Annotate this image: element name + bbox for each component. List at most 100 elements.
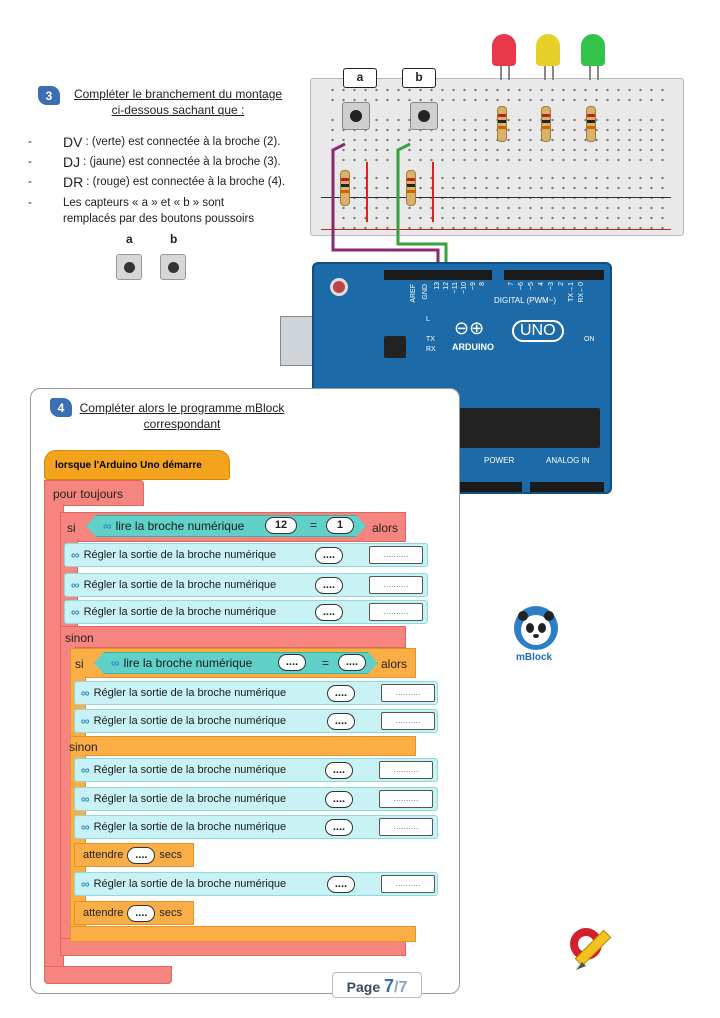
extension-icon: ∞	[71, 605, 80, 619]
analog-label: ANALOG IN	[546, 456, 590, 465]
extension-icon: ∞	[71, 578, 80, 592]
pin-input[interactable]: ....	[327, 713, 355, 730]
wait-block-1[interactable]: attendre .... secs	[74, 843, 194, 867]
mblock-label: mBlock	[516, 652, 553, 663]
set-output-label: Régler la sortie de la broche numérique	[93, 878, 287, 890]
pin-label: ~6	[518, 282, 525, 290]
set-output-label: Régler la sortie de la broche numérique	[83, 549, 277, 561]
equals-sign: =	[310, 518, 318, 532]
forever-block[interactable]: pour toujours	[44, 480, 144, 506]
if2-bottom	[70, 926, 416, 942]
microcontroller-chip	[432, 408, 600, 448]
breadboard-button-a-icon	[342, 102, 370, 130]
extension-icon: ∞	[81, 763, 90, 777]
set-output-label: Régler la sortie de la broche numérique	[93, 715, 287, 727]
state-input[interactable]: ..........	[369, 603, 423, 621]
state-input[interactable]: ..........	[369, 546, 423, 564]
pin-input[interactable]: ....	[315, 577, 343, 594]
wait-value-input-1[interactable]: ....	[127, 846, 156, 864]
arduino-brand: ARDUINO	[452, 342, 494, 352]
value-input-if2[interactable]: ....	[338, 654, 366, 671]
state-input[interactable]: ..........	[379, 818, 433, 836]
extension-icon: ∞	[103, 519, 112, 533]
pin-label: 8	[479, 282, 486, 286]
set-output-label: Régler la sortie de la broche numérique	[93, 793, 287, 805]
breadboard-button-b-icon	[410, 102, 438, 130]
pin-input[interactable]: ....	[327, 876, 355, 893]
pin-input-if2[interactable]: ....	[278, 654, 306, 671]
spec-list: - DV : (verte) est connectée à la broche…	[28, 132, 298, 227]
resistor-icon	[497, 106, 507, 142]
resistor-icon	[586, 106, 596, 142]
set-output-label: Régler la sortie de la broche numérique	[93, 687, 287, 699]
hat-block[interactable]: lorsque l'Arduino Uno démarre	[44, 450, 230, 480]
condition-if1[interactable]: ∞ lire la broche numérique	[86, 515, 366, 537]
l-led-label: L	[426, 316, 430, 323]
pin-input[interactable]: ....	[315, 604, 343, 621]
state-input[interactable]: ..........	[379, 761, 433, 779]
set-output-block[interactable]: ∞Régler la sortie de la broche numérique…	[74, 787, 438, 811]
set-output-label: Régler la sortie de la broche numérique	[93, 821, 287, 833]
extension-icon: ∞	[71, 548, 80, 562]
pin-label: 7	[508, 282, 515, 286]
tx-label: TX	[426, 336, 435, 343]
pin-label: RX←0	[578, 282, 585, 303]
mblock-panda-icon	[514, 606, 558, 650]
set-output-block[interactable]: ∞Régler la sortie de la broche numérique…	[74, 758, 438, 782]
pin-input[interactable]: ....	[327, 685, 355, 702]
value-input-if1[interactable]: 1	[326, 517, 354, 534]
condition-if2[interactable]: ∞ lire la broche numérique	[94, 652, 378, 674]
pin-input[interactable]: ....	[325, 762, 353, 779]
on-label: ON	[584, 336, 595, 343]
pin-label: TX→1	[568, 282, 575, 302]
infinity-logo-icon: ⊖⊕	[454, 318, 485, 338]
reset-button-icon	[330, 278, 348, 296]
led-yellow-icon	[536, 34, 560, 66]
resistor-icon	[340, 170, 350, 206]
set-output-block[interactable]: ∞Régler la sortie de la broche numérique…	[64, 600, 428, 624]
aref-label: AREF	[410, 284, 417, 303]
wait-value-input-2[interactable]: ....	[127, 904, 156, 922]
pin-label: 13	[434, 282, 441, 290]
state-input[interactable]: ..........	[381, 712, 435, 730]
pin-input-if1[interactable]: 12	[265, 517, 297, 534]
resistor-icon	[406, 170, 416, 206]
rx-label: RX	[426, 346, 436, 353]
set-output-block[interactable]: ∞Régler la sortie de la broche numérique…	[74, 709, 438, 733]
state-input[interactable]: ..........	[379, 790, 433, 808]
section3-badge: 3	[38, 86, 60, 105]
pin-label: 12	[443, 282, 450, 290]
set-output-block[interactable]: ∞Régler la sortie de la broche numérique…	[64, 543, 428, 567]
extension-icon: ∞	[111, 656, 120, 670]
set-output-block[interactable]: ∞Régler la sortie de la broche numérique…	[74, 681, 438, 705]
state-input[interactable]: ..........	[381, 684, 435, 702]
gnd-label: GND	[422, 284, 429, 300]
set-output-block[interactable]: ∞Régler la sortie de la broche numérique…	[64, 573, 428, 597]
pin-input[interactable]: ....	[325, 791, 353, 808]
breadboard	[310, 78, 684, 236]
extension-icon: ∞	[81, 792, 90, 806]
pin-label: 4	[538, 282, 545, 286]
extension-icon: ∞	[81, 820, 90, 834]
power-label: POWER	[484, 456, 515, 465]
arduino-model: UNO	[512, 320, 564, 342]
state-input[interactable]: ..........	[369, 576, 423, 594]
button-tag-b: b	[402, 68, 436, 88]
pin-input[interactable]: ....	[325, 819, 353, 836]
equals-sign: =	[322, 656, 330, 670]
spec-item-dr: - DR : (rouge) est connectée à la broche…	[28, 174, 286, 190]
set-output-label: Régler la sortie de la broche numérique	[83, 606, 277, 618]
set-output-block[interactable]: ∞Régler la sortie de la broche numérique…	[74, 872, 438, 896]
state-input[interactable]: ..........	[381, 875, 435, 893]
pin-input[interactable]: ....	[315, 547, 343, 564]
push-button-a-icon	[116, 254, 142, 280]
spec-item-dv: - DV : (verte) est connectée à la broche…	[28, 134, 281, 150]
pin-label: ~3	[548, 282, 555, 290]
set-output-block[interactable]: ∞Régler la sortie de la broche numérique…	[74, 815, 438, 839]
extension-icon: ∞	[81, 686, 90, 700]
wait-block-2[interactable]: attendre .... secs	[74, 901, 194, 925]
section4-title: Compléter alors le programme mBlock corr…	[79, 401, 285, 431]
pin-label: ~5	[528, 282, 535, 290]
button-tag-a: a	[343, 68, 377, 88]
